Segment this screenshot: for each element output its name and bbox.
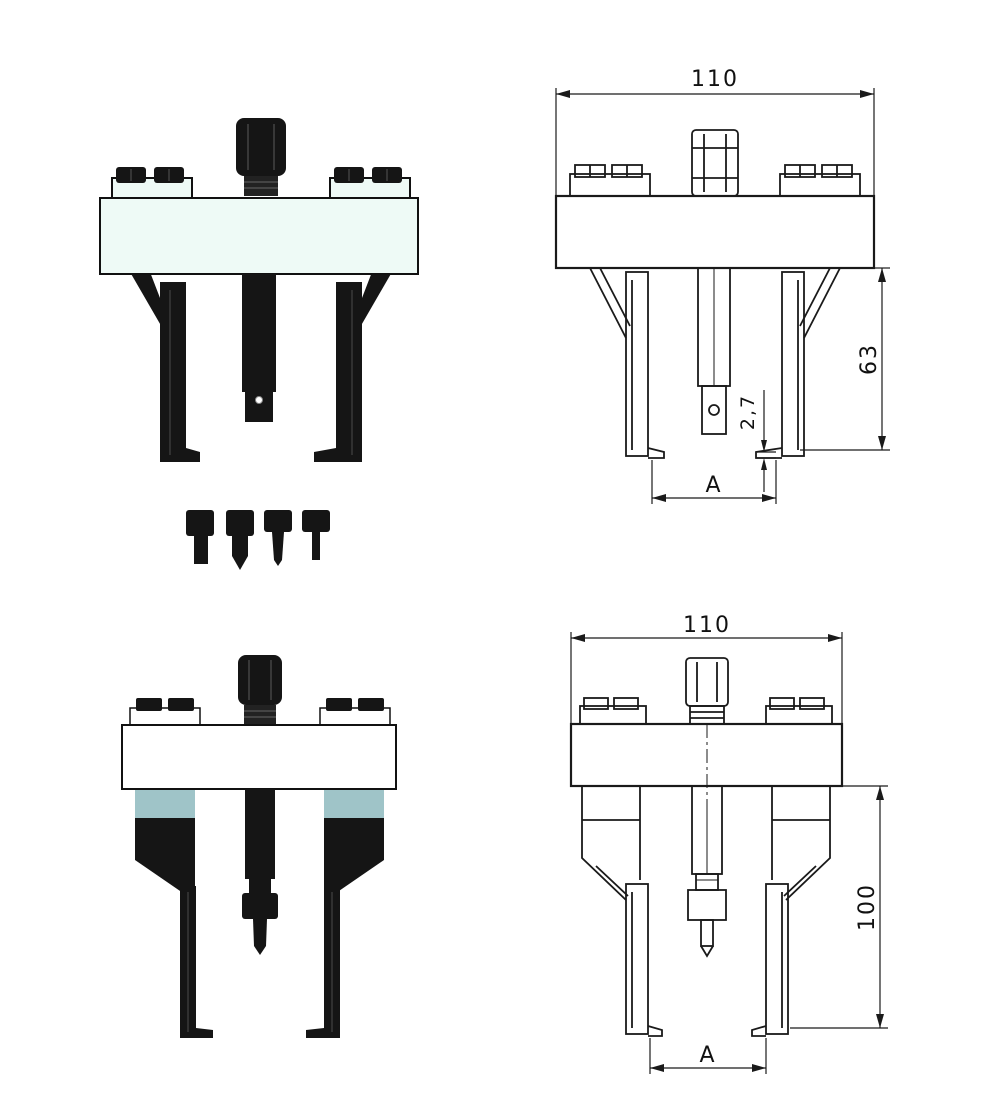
left-bolt-block xyxy=(129,698,201,727)
top-technical-drawing xyxy=(554,88,890,504)
crossbar xyxy=(121,724,397,790)
spindle-hex-head xyxy=(238,655,282,725)
adapter-tip-cone xyxy=(226,510,254,570)
adapter-tip-set xyxy=(186,510,330,570)
adapter-tip-flat xyxy=(186,510,214,564)
crossbar xyxy=(99,197,419,275)
top-span-dimension: A xyxy=(705,473,722,498)
top-width-dimension: 110 xyxy=(691,67,739,92)
adapter-tip-point xyxy=(264,510,292,566)
top-height-dimension: 63 xyxy=(857,343,882,375)
right-jaw xyxy=(306,788,384,1038)
top-gap-dimension: 2,7 xyxy=(737,394,759,430)
left-bolt-block xyxy=(111,167,193,203)
spindle-shaft xyxy=(242,274,276,422)
spindle-hex-head xyxy=(236,118,286,196)
bottom-width-dimension: 110 xyxy=(683,613,731,638)
top-puller-render xyxy=(99,118,419,462)
bottom-span-dimension: A xyxy=(699,1043,716,1068)
right-bolt-block xyxy=(319,698,391,727)
right-bolt-block xyxy=(329,167,411,203)
bottom-technical-drawing xyxy=(569,632,888,1074)
spindle-with-adapter xyxy=(242,789,278,955)
bottom-puller-render xyxy=(121,655,397,1038)
adapter-tip-pin xyxy=(302,510,330,560)
left-jaw xyxy=(130,272,200,462)
right-jaw xyxy=(314,272,392,462)
bottom-height-dimension: 100 xyxy=(855,883,880,931)
left-jaw xyxy=(135,788,213,1038)
